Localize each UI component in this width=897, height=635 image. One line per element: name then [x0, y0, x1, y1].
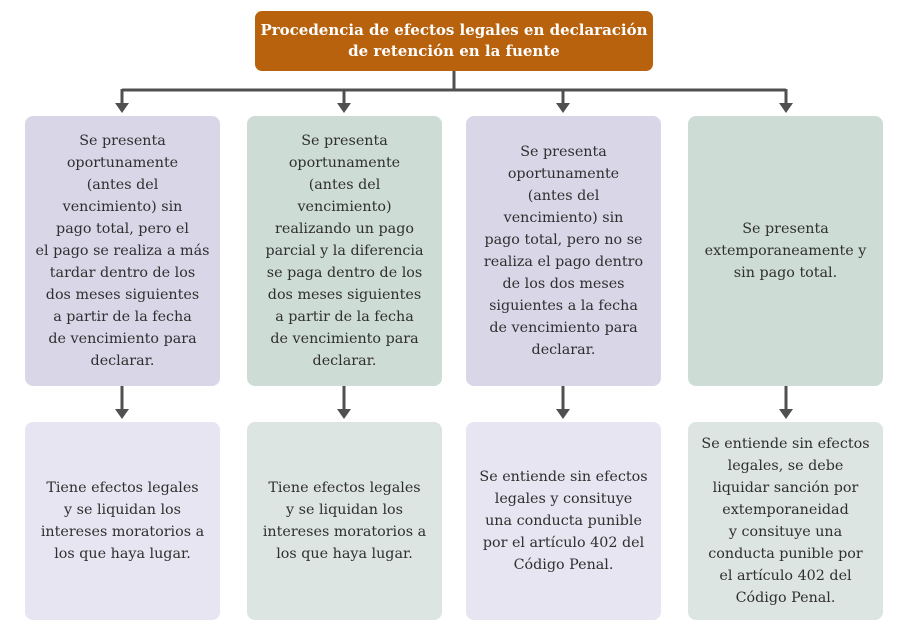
text-line: de los dos meses: [502, 276, 625, 292]
text-line: legales y consituye: [494, 491, 633, 507]
text-line: una conducta punible: [485, 513, 642, 529]
text-line: a partir de la fecha: [275, 309, 414, 325]
condition-box-2: Se presenta oportunamente (antes del ven…: [247, 116, 442, 386]
text-line: los que haya lugar.: [276, 546, 413, 562]
arrowhead-top-3: [556, 103, 570, 113]
text-line: Se presenta: [79, 133, 166, 149]
text-line: liquidar sanción por: [712, 480, 859, 496]
text-line: tardar dentro de los: [49, 265, 196, 281]
text-line: pago total, pero no se: [484, 232, 643, 248]
text-line: sin pago total.: [733, 265, 838, 281]
arrowhead-mid-2: [337, 409, 351, 419]
text-line: Tiene efectos legales: [268, 480, 421, 496]
text-line: declarar.: [312, 353, 377, 369]
condition-box-3: Se presenta oportunamente (antes del ven…: [466, 116, 661, 386]
text-line: Se presenta: [742, 221, 829, 237]
text-line: vencimiento): [297, 199, 392, 215]
text-line: se paga dentro de los: [266, 265, 423, 281]
text-line: declarar.: [90, 353, 155, 369]
text-line: los que haya lugar.: [54, 546, 191, 562]
text-line: oportunamente: [288, 155, 401, 171]
text-line: Se presenta: [301, 133, 388, 149]
condition-box-4: Se presenta extemporaneamente y sin pago…: [688, 116, 883, 386]
arrowhead-mid-3: [556, 409, 570, 419]
text-line: de vencimiento para: [270, 331, 419, 347]
text-line: Se entiende sin efectos: [701, 436, 870, 452]
text-line: Se presenta: [520, 144, 607, 160]
effect-box-1: Tiene efectos legales y se liquidan los …: [25, 422, 220, 620]
text-line: (antes del: [527, 188, 600, 204]
text-line: parcial y la diferencia: [265, 243, 424, 259]
effect-box-2: Tiene efectos legales y se liquidan los …: [247, 422, 442, 620]
arrowhead-top-4: [779, 103, 793, 113]
text-line: oportunamente: [66, 155, 179, 171]
text-line: (antes del: [308, 177, 381, 193]
text-line: vencimiento) sin: [62, 199, 183, 215]
text-line: Código Penal.: [513, 557, 614, 573]
text-line: y consituye una: [728, 524, 843, 540]
title-line-2: de retención en la fuente: [348, 42, 560, 60]
arrowhead-mid-1: [115, 409, 129, 419]
text-line: legales, se debe: [727, 458, 844, 474]
text-line: vencimiento) sin: [503, 210, 624, 226]
condition-box-1: Se presenta oportunamente (antes del ven…: [25, 116, 220, 386]
text-line: dos meses siguientes: [267, 287, 422, 303]
arrowhead-mid-4: [779, 409, 793, 419]
arrowhead-top-2: [337, 103, 351, 113]
text-line: siguientes a la fecha: [489, 298, 638, 314]
text-line: extemporaneamente y: [704, 243, 867, 259]
arrowhead-top-1: [115, 103, 129, 113]
text-line: Se entiende sin efectos: [479, 469, 648, 485]
diagram-title: Procedencia de efectos legales en declar…: [255, 11, 653, 71]
text-line: oportunamente: [507, 166, 620, 182]
text-line: realizando un pago: [275, 221, 414, 237]
effect-box-3: Se entiende sin efectos legales y consit…: [466, 422, 661, 620]
text-line: de vencimiento para: [489, 320, 638, 336]
text-line: de vencimiento para: [48, 331, 197, 347]
text-line: (antes del: [86, 177, 159, 193]
text-line: el pago se realiza a más: [35, 243, 210, 259]
text-line: por el artículo 402 del: [482, 535, 645, 551]
text-line: el artículo 402 del: [719, 568, 852, 584]
text-line: intereses moratorios a: [40, 524, 205, 540]
text-line: Código Penal.: [735, 590, 836, 606]
title-line-1: Procedencia de efectos legales en declar…: [260, 21, 648, 39]
text-line: dos meses siguientes: [45, 287, 200, 303]
text-line: realiza el pago dentro: [483, 254, 644, 270]
text-line: declarar.: [531, 342, 596, 358]
text-line: extemporaneidad: [722, 502, 849, 518]
text-line: intereses moratorios a: [262, 524, 427, 540]
text-line: y se liquidan los: [286, 502, 403, 518]
text-line: a partir de la fecha: [53, 309, 192, 325]
text-line: Tiene efectos legales: [46, 480, 199, 496]
text-line: y se liquidan los: [64, 502, 181, 518]
text-line: pago total, pero el: [56, 221, 189, 237]
text-line: conducta punible por: [708, 546, 863, 562]
effect-box-4: Se entiende sin efectos legales, se debe…: [688, 422, 883, 620]
